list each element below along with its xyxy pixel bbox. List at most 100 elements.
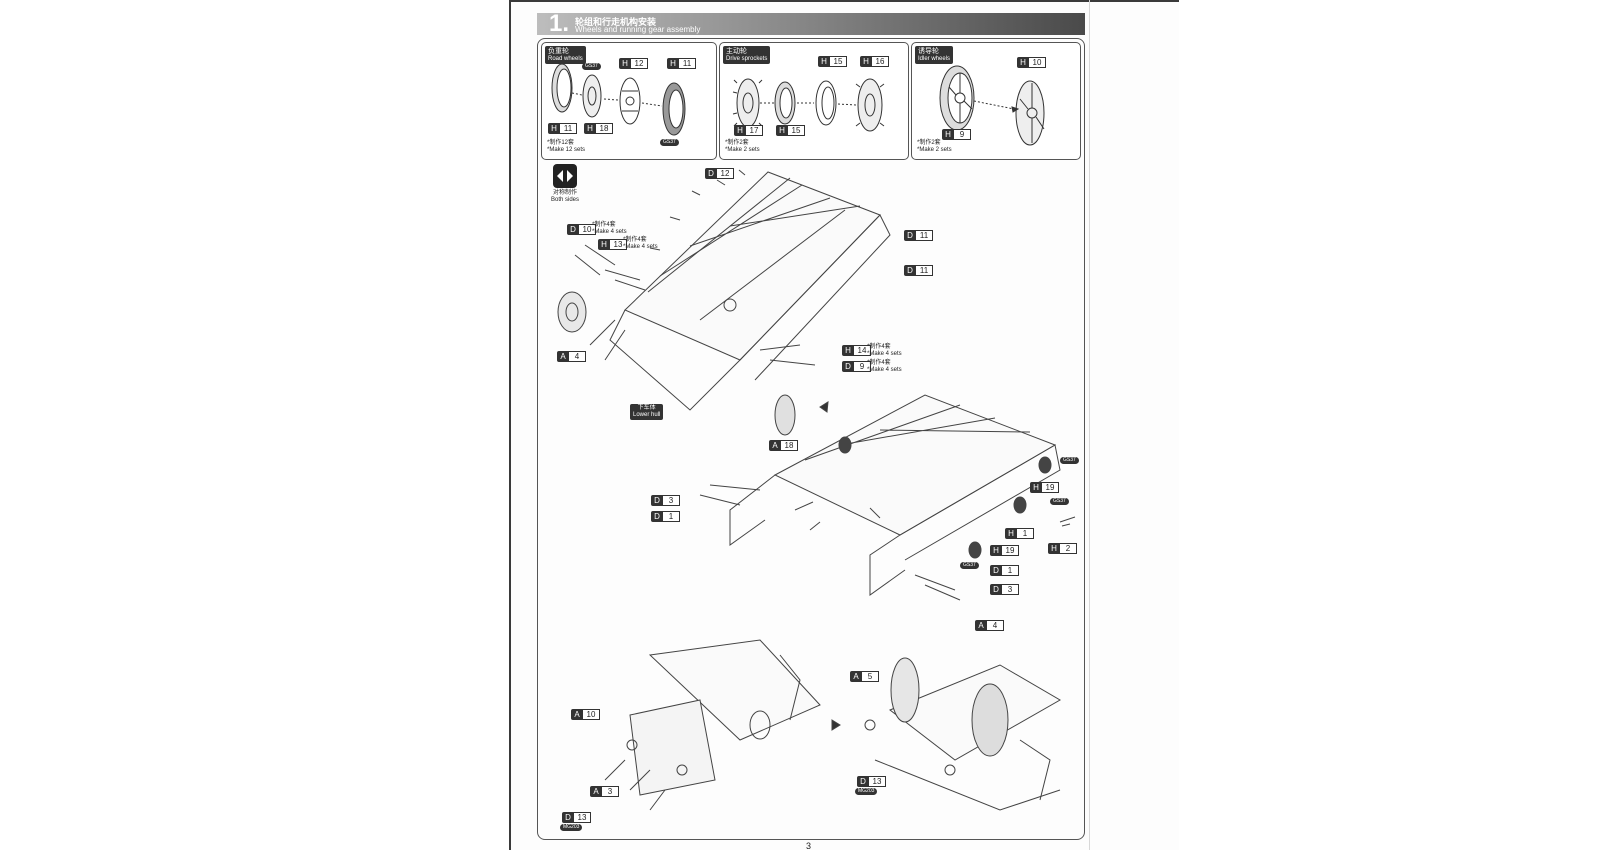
part-number: 1 [1002,565,1019,576]
glue-pill: MG203 [855,788,878,795]
drive-sprockets-note: *制作2套 *Make 2 sets [725,140,760,154]
sprue-letter: H [990,545,1002,556]
sub-assembly-panels: 负重轮 Road wheels GS37 H 12 H 11 H 11 H 18… [541,42,1081,160]
part-number: 13 [610,239,627,250]
note-cn: *制作2套 [917,140,941,146]
part-callout: H 11 [667,58,696,69]
make-sets-note: *制作4套 *Make 4 sets [592,222,627,236]
drive-sprocket-drawing [732,78,885,132]
part-number: 19 [1042,482,1059,493]
sprue-letter: H [734,125,746,136]
sprue-letter: A [571,709,583,720]
idler-wheels-note: *制作2套 *Make 2 sets [917,140,952,154]
drive-sprockets-tag: 主动轮 Drive sprockets [723,46,771,64]
sprue-letter: H [1048,543,1060,554]
part-callout: D 10 [567,224,596,235]
sprue-letter: H [860,56,872,67]
note-cn: *制作12套 [547,140,575,146]
sprue-letter: H [1017,57,1029,68]
part-number: 12 [717,168,734,179]
step-header: 1. 轮组和行走机构安装 Wheels and running gear ass… [537,10,1085,37]
part-number: 17 [746,125,763,136]
drive-sprockets-title-en: Drive sprockets [726,56,768,62]
sprue-letter: D [904,230,916,241]
sprue-letter: H [1030,482,1042,493]
part-callout: H 19 [990,545,1019,556]
drive-sprockets-panel: 主动轮 Drive sprockets H 15 H 16 H 17 H 15 … [719,42,909,160]
part-number: 3 [663,495,680,506]
note-en: *Make 2 sets [917,147,952,153]
part-callout: H 13 [598,239,627,250]
both-sides-marker: 对称制作 Both sides [545,164,585,204]
sprue-letter: H [598,239,610,250]
part-callout: H 1 [1005,528,1034,539]
sprue-letter: A [590,786,602,797]
part-callout: A 4 [975,620,1004,631]
note-en: *Make 4 sets [867,351,902,357]
part-number: 11 [679,58,696,69]
part-number: 18 [781,440,798,451]
sprue-letter: H [942,129,954,140]
glue-pill: GS37 [582,63,601,70]
sheet-edge-line [1089,0,1090,850]
part-callout: D 1 [990,565,1019,576]
sprue-letter: H [776,125,788,136]
part-callout: H 12 [619,58,648,69]
part-callout: A 10 [571,709,600,720]
assembly-3-left [604,639,821,811]
sprue-letter: A [850,671,862,682]
part-callout: D 13 [857,776,886,787]
sprue-letter: H [548,123,560,134]
part-number: 9 [854,361,871,372]
part-callout: H 9 [942,129,971,140]
part-callout: D 3 [990,584,1019,595]
make-sets-note: *制作4套 *Make 4 sets [867,344,902,358]
part-callout: H 18 [584,123,613,134]
sprue-letter: D [651,511,663,522]
part-number: 14 [854,345,871,356]
part-number: 10 [579,224,596,235]
assembly-2-hull [699,394,1076,601]
part-number: 3 [1002,584,1019,595]
part-callout: H 11 [548,123,577,134]
part-number: 11 [916,230,933,241]
sprue-letter: D [904,265,916,276]
part-callout: D 9 [842,361,871,372]
note-cn: *制作2套 [725,140,749,146]
lower-hull-en: Lower hull [633,412,661,418]
sprue-letter: H [842,345,854,356]
sprue-letter: D [562,812,574,823]
scan-edge-left [509,0,511,850]
glue-pill: GS37 [1050,498,1069,505]
part-number: 1 [663,511,680,522]
part-number: 2 [1060,543,1077,554]
road-wheels-panel: 负重轮 Road wheels GS37 H 12 H 11 H 11 H 18… [541,42,717,160]
part-callout: H 15 [818,56,847,67]
page-number: 3 [806,841,812,851]
part-number: 10 [583,709,600,720]
part-callout: A 3 [590,786,619,797]
lower-hull-cn: 下车体 [637,405,656,411]
sprue-letter: A [975,620,987,631]
part-number: 12 [631,58,648,69]
sprue-letter: H [584,123,596,134]
note-en: *Make 4 sets [867,367,902,373]
part-callout: H 10 [1017,57,1046,68]
both-sides-en: Both sides [550,197,580,203]
idler-wheels-tag: 诱导轮 Idler wheels [915,46,954,64]
sprue-letter: A [769,440,781,451]
note-cn: *制作4套 [623,237,647,243]
idler-wheels-title-cn: 诱导轮 [918,47,939,55]
sprue-letter: D [705,168,717,179]
make-sets-note: *制作4套 *Make 4 sets [623,237,658,251]
note-en: *Make 2 sets [725,147,760,153]
part-callout: D 1 [651,511,680,522]
step-number: 1. [549,10,570,37]
note-en: *Make 4 sets [623,244,658,250]
part-callout: D 11 [904,230,933,241]
part-number: 10 [1029,57,1046,68]
header-bar [537,13,1085,35]
part-number: 13 [869,776,886,787]
step-title-en: Wheels and running gear assembly [575,25,701,34]
